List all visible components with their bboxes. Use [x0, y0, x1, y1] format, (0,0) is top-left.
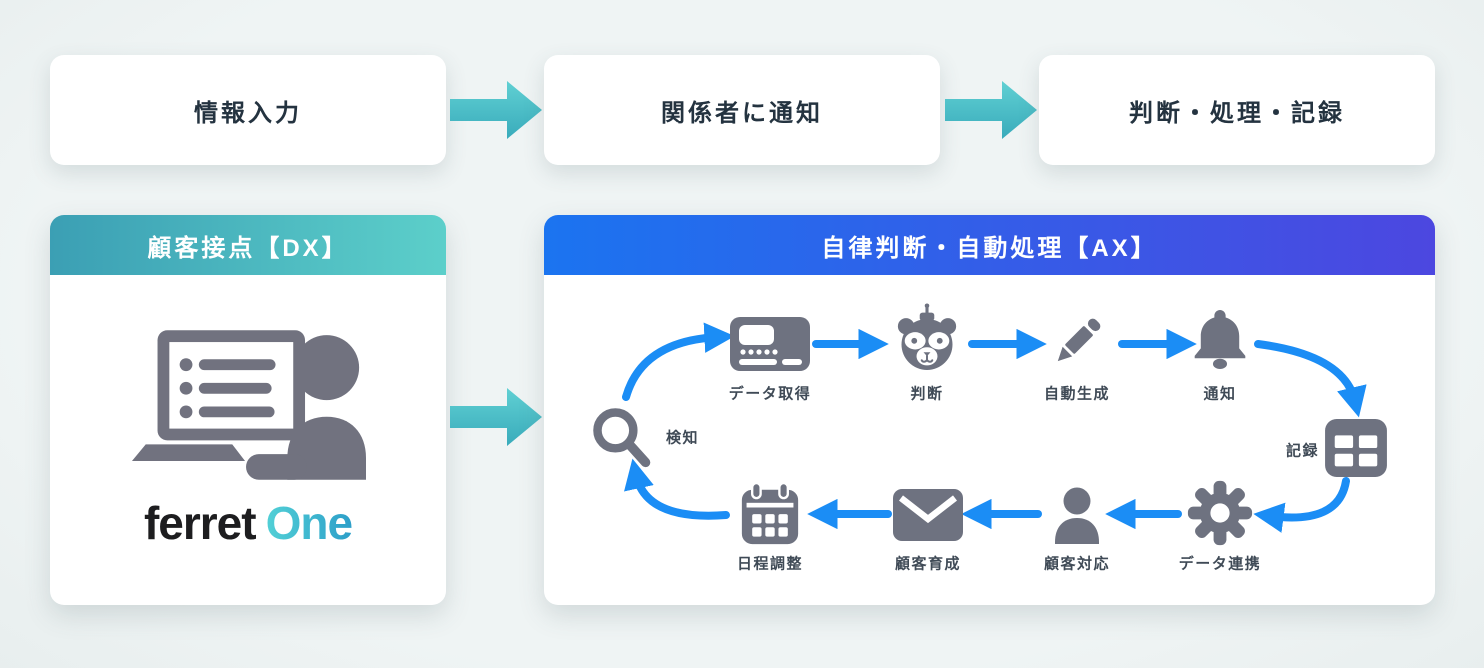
cycle-label-customer-nurture: 顧客育成	[894, 555, 962, 573]
cycle-node-auto-generate	[1046, 311, 1108, 373]
ax-card-header: 自律判断・自動処理【AX】	[544, 215, 1435, 275]
teal-arrow-icon	[450, 81, 542, 139]
cycle-label-schedule: 日程調整	[736, 555, 804, 573]
cycle-label-detect: 検知	[666, 429, 700, 447]
cycle-label-data-acquire: データ取得	[728, 385, 812, 403]
flow-step-process: 判断・処理・記録	[1039, 55, 1435, 165]
cycle-label-auto-generate: 自動生成	[1043, 385, 1111, 403]
flow-step-input-label: 情報入力	[194, 99, 302, 127]
magnifier-icon	[593, 408, 651, 468]
ax-card-body: 検知 データ取得	[544, 275, 1435, 605]
cycle-label-customer-support: 顧客対応	[1043, 555, 1111, 573]
gear-icon	[1187, 480, 1253, 546]
cycle-label-notify: 通知	[1203, 385, 1237, 403]
flow-step-input: 情報入力	[50, 55, 446, 165]
cycle-label-judge: 判断	[910, 385, 944, 403]
ferret-one-logo-one: One	[265, 497, 353, 549]
cycle-node-notify	[1190, 308, 1250, 370]
cycle-node-detect	[589, 404, 655, 470]
cycle-node-customer-nurture	[893, 489, 963, 541]
cycle-node-schedule	[740, 481, 800, 547]
person-at-laptop-icon	[131, 330, 366, 480]
cycle-node-judge	[894, 303, 960, 375]
teal-arrow-icon	[450, 388, 542, 446]
cycle-node-data-acquire	[730, 317, 810, 371]
teal-arrow-icon	[945, 81, 1037, 139]
calendar-icon	[741, 481, 799, 545]
flow-step-process-label: 判断・処理・記録	[1129, 99, 1345, 127]
ax-card: 自律判断・自動処理【AX】	[544, 215, 1435, 605]
cycle-node-customer-support	[1048, 486, 1106, 544]
person-icon	[1055, 487, 1099, 544]
dx-card-header: 顧客接点【DX】	[50, 215, 446, 275]
pencil-icon	[1057, 318, 1101, 362]
cycle-node-record	[1325, 419, 1387, 477]
ferret-one-logo-ferret: ferret	[143, 497, 257, 549]
robot-ferret-icon	[897, 303, 957, 370]
table-icon	[1325, 419, 1387, 477]
bell-icon	[1194, 309, 1246, 369]
data-device-icon	[730, 317, 810, 371]
cycle-node-data-link	[1187, 480, 1253, 546]
flow-step-notify-label: 関係者に通知	[661, 99, 823, 127]
cycle-label-data-link: データ連携	[1178, 555, 1262, 573]
cycle-label-record: 記録	[1285, 442, 1319, 460]
flow-step-notify: 関係者に通知	[544, 55, 940, 165]
mail-icon	[893, 489, 963, 541]
